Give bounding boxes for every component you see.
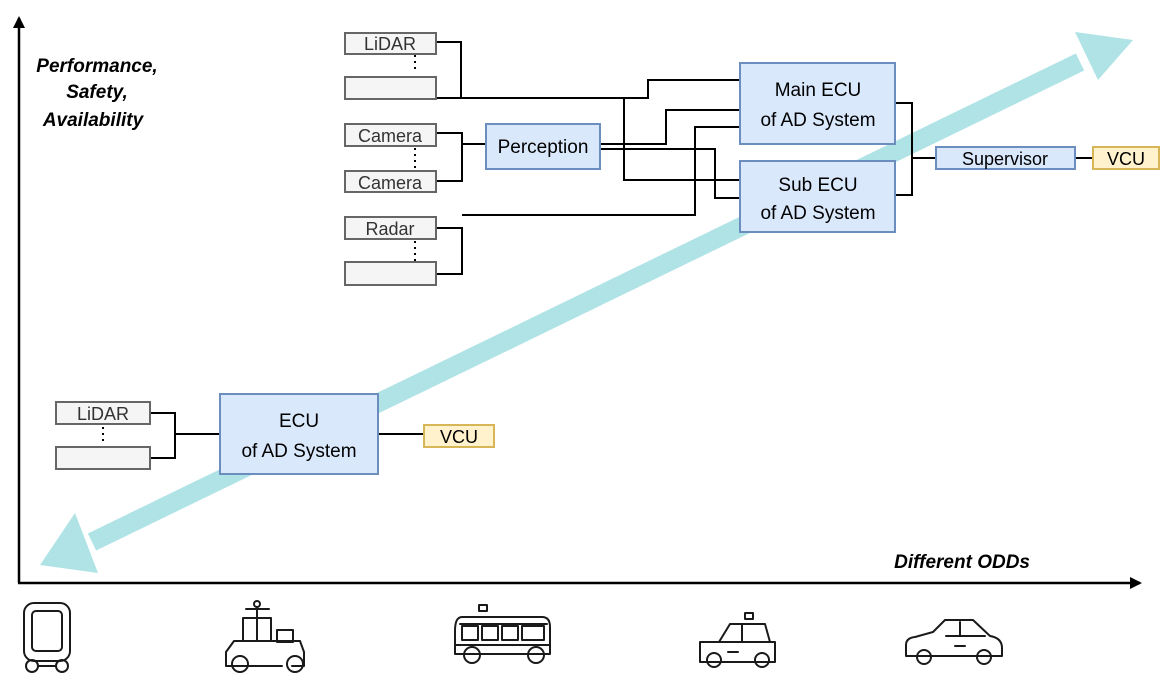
simple-vcu-box (423, 424, 495, 448)
camera-box-1 (344, 123, 437, 147)
utility-vehicle-icon (225, 600, 305, 673)
supervisor-label: Supervisor (962, 149, 1048, 169)
main-ecu-label-2: of AD System (760, 110, 875, 131)
simple-lidar-label: LiDAR (77, 404, 129, 424)
lidar-box-2 (344, 76, 437, 100)
redundant-vcu-label: VCU (1107, 149, 1145, 169)
simple-ecu-label-2: of AD System (241, 441, 356, 462)
perception-label: Perception (498, 137, 589, 158)
radar-box-2 (344, 261, 437, 286)
camera-box-2 (344, 170, 437, 193)
x-axis-label: Different ODDs (894, 552, 1030, 573)
simple-lidar-box (55, 401, 151, 425)
taxi-icon (699, 612, 776, 668)
sub-ecu-label-1: Sub ECU (778, 175, 857, 196)
radar-box (344, 216, 437, 240)
perception-box (485, 123, 601, 170)
simple-sensor-box-2 (55, 446, 151, 470)
camera-label-1: Camera (358, 126, 423, 146)
main-ecu-box (739, 62, 896, 145)
y-axis-label: Performance, Safety, Availability (36, 56, 157, 131)
simple-ecu-box (219, 393, 379, 475)
simple-ecu-label-1: ECU (279, 411, 319, 432)
simple-system: LiDAR ECU of AD System VCU (55, 393, 495, 475)
simple-wires (150, 412, 424, 459)
radar-label: Radar (365, 219, 414, 239)
sub-ecu-label-2: of AD System (760, 203, 875, 224)
y-label-line-2: Safety, (66, 82, 128, 103)
lidar-label: LiDAR (364, 34, 416, 54)
lidar-box (344, 32, 437, 55)
bus-icon (454, 604, 551, 664)
delivery-robot-icon (23, 602, 71, 673)
trend-arrow (40, 32, 1133, 573)
car-icon (905, 619, 1003, 665)
redundant-vcu-box (1092, 146, 1160, 170)
sub-ecu-box (739, 160, 896, 233)
simple-vcu-label: VCU (440, 427, 478, 447)
supervisor-box (935, 146, 1076, 170)
redundant-wires (436, 41, 1093, 275)
y-label-line-3: Availability (42, 110, 145, 131)
main-ecu-label-1: Main ECU (775, 80, 862, 101)
y-label-line-1: Performance, (36, 56, 157, 77)
redundant-system: LiDAR Camera Camera Radar Perception Mai… (344, 32, 1160, 286)
axes (13, 16, 1142, 589)
camera-label-2: Camera (358, 173, 423, 193)
